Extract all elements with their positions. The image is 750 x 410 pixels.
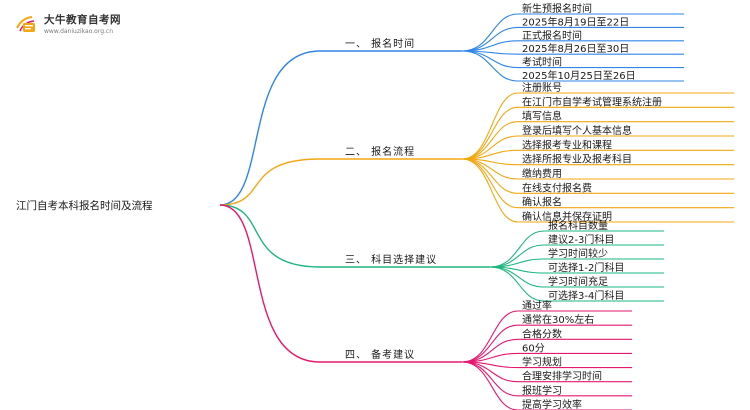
branch-1-leaf-6-link (461, 50, 519, 82)
branch-3-leaf-5: 学习时间充足 (548, 275, 608, 288)
branch-1-label: 一、 报名时间 (345, 37, 415, 50)
branch-2-link (219, 158, 321, 206)
branch-3-leaf-6-link (489, 266, 545, 302)
branch-2-leaf-10-link (461, 158, 519, 223)
branch-4-label: 四、 备考建议 (345, 348, 415, 361)
branch-2-leaf-2: 在江门市自学考试管理系统注册 (522, 95, 662, 108)
branch-1-leaf-1-link (461, 13, 519, 52)
branch-4-leaf-6: 合理安排学习时间 (522, 370, 602, 383)
branch-4-leaf-1: 通过率 (522, 299, 552, 312)
branch-4-leaf-8-link (461, 361, 519, 410)
branch-2-label: 二、 报名流程 (345, 145, 415, 158)
branch-4-leaf-7: 报班学习 (522, 384, 562, 397)
branch-2-leaf-2-link (461, 106, 519, 160)
branch-1-link (219, 50, 321, 206)
branch-3-leaf-1: 报名科目数量 (548, 219, 608, 232)
logo-url-text: www.daniuzikao.org.cn (44, 28, 114, 35)
branch-4-leaf-8: 提高学习效率 (522, 398, 582, 410)
branch-3-link (219, 204, 321, 268)
site-logo: 大牛教育自考网 www.daniuzikao.org.cn (14, 14, 121, 36)
branch-1-leaf-1: 新生预报名时间 (522, 2, 592, 15)
branch-3-leaf-6: 可选择3-4门科目 (548, 289, 624, 302)
branch-2-leaf-9-link (461, 158, 519, 209)
branch-2-leaf-8: 在线支付报名费 (522, 181, 592, 194)
branch-3-leaf-3: 学习时间较少 (548, 247, 608, 260)
branch-1-leaf-4: 2025年8月26日至30日 (522, 42, 629, 55)
branch-3-leaf-1-link (489, 230, 545, 268)
book-icon (14, 14, 40, 36)
root-topic: 江门自考本科报名时间及流程 (16, 199, 153, 212)
branch-2-leaf-7: 缴纳费用 (522, 167, 562, 180)
branch-1-leaf-2: 2025年8月19日至22日 (522, 15, 629, 28)
branch-1-leaf-3: 正式报名时间 (522, 29, 582, 42)
branch-4-leaf-2-link (461, 324, 519, 363)
branch-2-leaf-3-link (461, 121, 519, 160)
branch-1-leaf-5: 考试时间 (522, 56, 562, 69)
branch-4-leaf-5: 学习规划 (522, 356, 562, 369)
branch-3-label: 三、 科目选择建议 (345, 253, 437, 266)
branch-2-leaf-9: 确认报名 (522, 196, 562, 209)
branch-1-leaf-6: 2025年10月25日至26日 (522, 69, 636, 82)
branch-2-leaf-1: 注册账号 (522, 81, 562, 94)
branch-4-leaf-3: 合格分数 (522, 327, 562, 340)
branch-2-leaf-10: 确认信息并保存证明 (522, 210, 612, 223)
branch-4-leaf-1-link (461, 310, 519, 363)
branch-2-leaf-4: 登录后填写个人基本信息 (522, 124, 632, 137)
branch-2-leaf-3: 填写信息 (522, 110, 562, 123)
branch-2-leaf-1-link (461, 92, 519, 160)
branch-3-leaf-2: 建议2-3门科目 (548, 233, 614, 246)
logo-brand-text: 大牛教育自考网 (44, 14, 121, 26)
branch-4-leaf-2: 通常在30%左右 (522, 313, 594, 326)
branch-3-leaf-4: 可选择1-2门科目 (548, 261, 624, 274)
branch-4-link (219, 204, 321, 363)
branch-1-leaf-2-link (461, 26, 519, 52)
branch-4-leaf-4: 60分 (522, 342, 545, 354)
branch-2-leaf-5: 选择报考专业和课程 (522, 138, 612, 151)
branch-2-leaf-6: 选择所报专业及报考科目 (522, 153, 632, 166)
